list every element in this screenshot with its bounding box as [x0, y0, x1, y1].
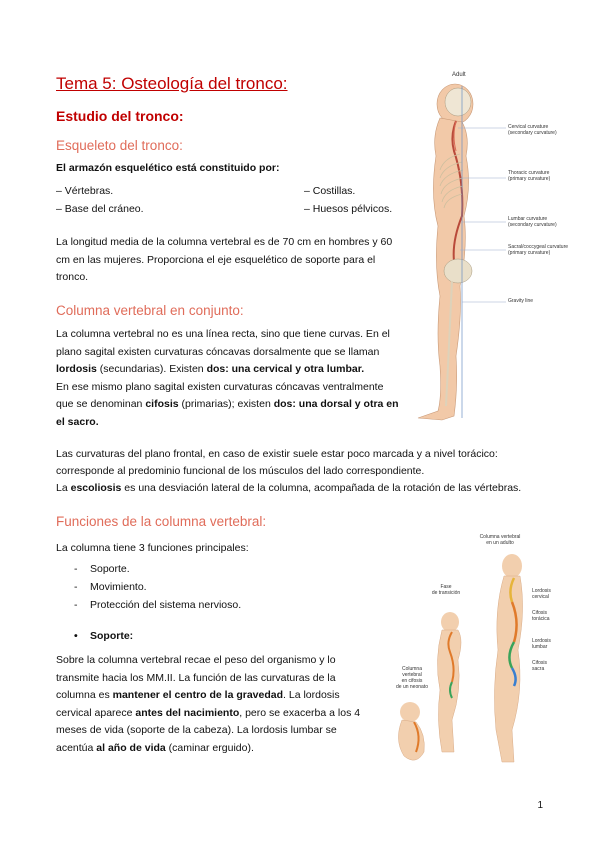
text-line: plano sagital existen curvaturas cóncava…: [56, 345, 380, 358]
text-line: En ese mismo plano sagital existen curva…: [56, 380, 384, 393]
figure-label: Columna vertebral: [480, 534, 521, 540]
funciones-list: -Soporte. -Movimiento. -Protección del s…: [74, 560, 241, 614]
text-line: La columna vertebral no es una línea rec…: [56, 328, 390, 340]
list-item: – Costillas.: [304, 185, 356, 197]
adult-spine-figure: Adult Cervical curvature (secondary curv…: [417, 72, 568, 421]
figure-label: en cifosis: [402, 678, 423, 684]
text-line: transmite hacia los MM.II. La función de…: [56, 671, 336, 684]
figure-label: lumbar: [532, 644, 548, 650]
figure-label: Fase: [440, 584, 451, 590]
figure-label: Sacral/coccygeal curvature: [508, 244, 568, 250]
list-item: -Protección del sistema nervioso.: [74, 599, 242, 611]
figure-label: Lumbar curvature: [508, 216, 547, 222]
figure-label: Cifosis: [532, 660, 548, 666]
list-item: – Base del cráneo.: [56, 203, 144, 215]
esqueleto-paragraph: La longitud media de la columna vertebra…: [56, 234, 392, 287]
bullet-soporte: •Soporte:: [74, 630, 134, 642]
subheading-funciones: Funciones de la columna vertebral:: [56, 514, 267, 529]
section-heading: Estudio del tronco:: [56, 108, 184, 124]
text-line: La escoliosis es una desviación lateral …: [56, 482, 522, 494]
figure-label: Gravity line: [508, 298, 533, 304]
soporte-paragraph: Sobre la columna vertebral recae el peso…: [56, 652, 376, 757]
list-item: -Movimiento.: [74, 581, 147, 593]
figure-label: (primary curvature): [508, 250, 551, 256]
text-line: meses de vida (soporte de la cabeza). La…: [56, 724, 337, 736]
figure-label: Thoracic curvature: [508, 170, 550, 176]
figure-label: Cifosis: [532, 610, 548, 616]
text-line: cm en las mujeres. Proporciona el eje es…: [56, 253, 376, 266]
text-line: cervical aparece antes del nacimiento, p…: [56, 706, 361, 719]
page-number: 1: [537, 800, 543, 811]
text-line: el sacro.: [56, 415, 99, 428]
figure-label: en un adulto: [486, 540, 514, 546]
text-line: La longitud media de la columna vertebra…: [56, 236, 393, 248]
frontal-paragraph: Las curvaturas del plano frontal, en cas…: [56, 446, 556, 497]
subheading-esqueleto: Esqueleto del tronco:: [56, 138, 183, 153]
text-line: Sobre la columna vertebral recae el peso…: [56, 654, 336, 666]
page-title: Tema 5: Osteología del tronco:: [56, 74, 288, 93]
figure-label: cervical: [532, 594, 549, 600]
text-line: Las curvaturas del plano frontal, en cas…: [56, 448, 498, 460]
spine-development-figure: Columna vertebral en un adulto Fase de t…: [396, 534, 551, 763]
figure-label: (secondary curvature): [508, 222, 557, 228]
list-item: – Vértebras.: [56, 185, 114, 197]
text-line: lordosis (secundarias). Existen dos: una…: [56, 363, 365, 375]
figure-label: de transición: [432, 590, 461, 596]
columna-paragraph: La columna vertebral no es una línea rec…: [56, 326, 416, 431]
figure-label: de un neonato: [396, 684, 428, 690]
text-line: acentúa al año de vida (caminar erguido)…: [56, 741, 254, 754]
figure-label: Adult: [452, 72, 466, 78]
figure-label: sacra: [532, 666, 544, 672]
figure-label: vertebral: [402, 672, 421, 678]
figure-label: (secondary curvature): [508, 130, 557, 136]
figure-label: Lordosis: [532, 638, 551, 644]
text-line: tronco.: [56, 271, 89, 283]
text-line: que se denominan cifosis (primarias); ex…: [56, 398, 399, 410]
figure-label: Cervical curvature: [508, 124, 549, 130]
figure-label: Columna: [402, 666, 422, 672]
funciones-lead: La columna tiene 3 funciones principales…: [56, 542, 249, 554]
esqueleto-lead: El armazón esquelético está constituido …: [56, 162, 280, 174]
figure-label: (primary curvature): [508, 176, 551, 182]
text-line: corresponde al predominio funcional de l…: [56, 465, 425, 477]
figure-label: torácica: [532, 616, 550, 622]
subheading-columna: Columna vertebral en conjunto:: [56, 303, 244, 318]
figure-label: Lordosis: [532, 588, 551, 594]
text-line: columna es mantener el centro de la grav…: [56, 689, 340, 701]
list-item: – Huesos pélvicos.: [304, 203, 393, 215]
list-item: -Soporte.: [74, 563, 130, 575]
